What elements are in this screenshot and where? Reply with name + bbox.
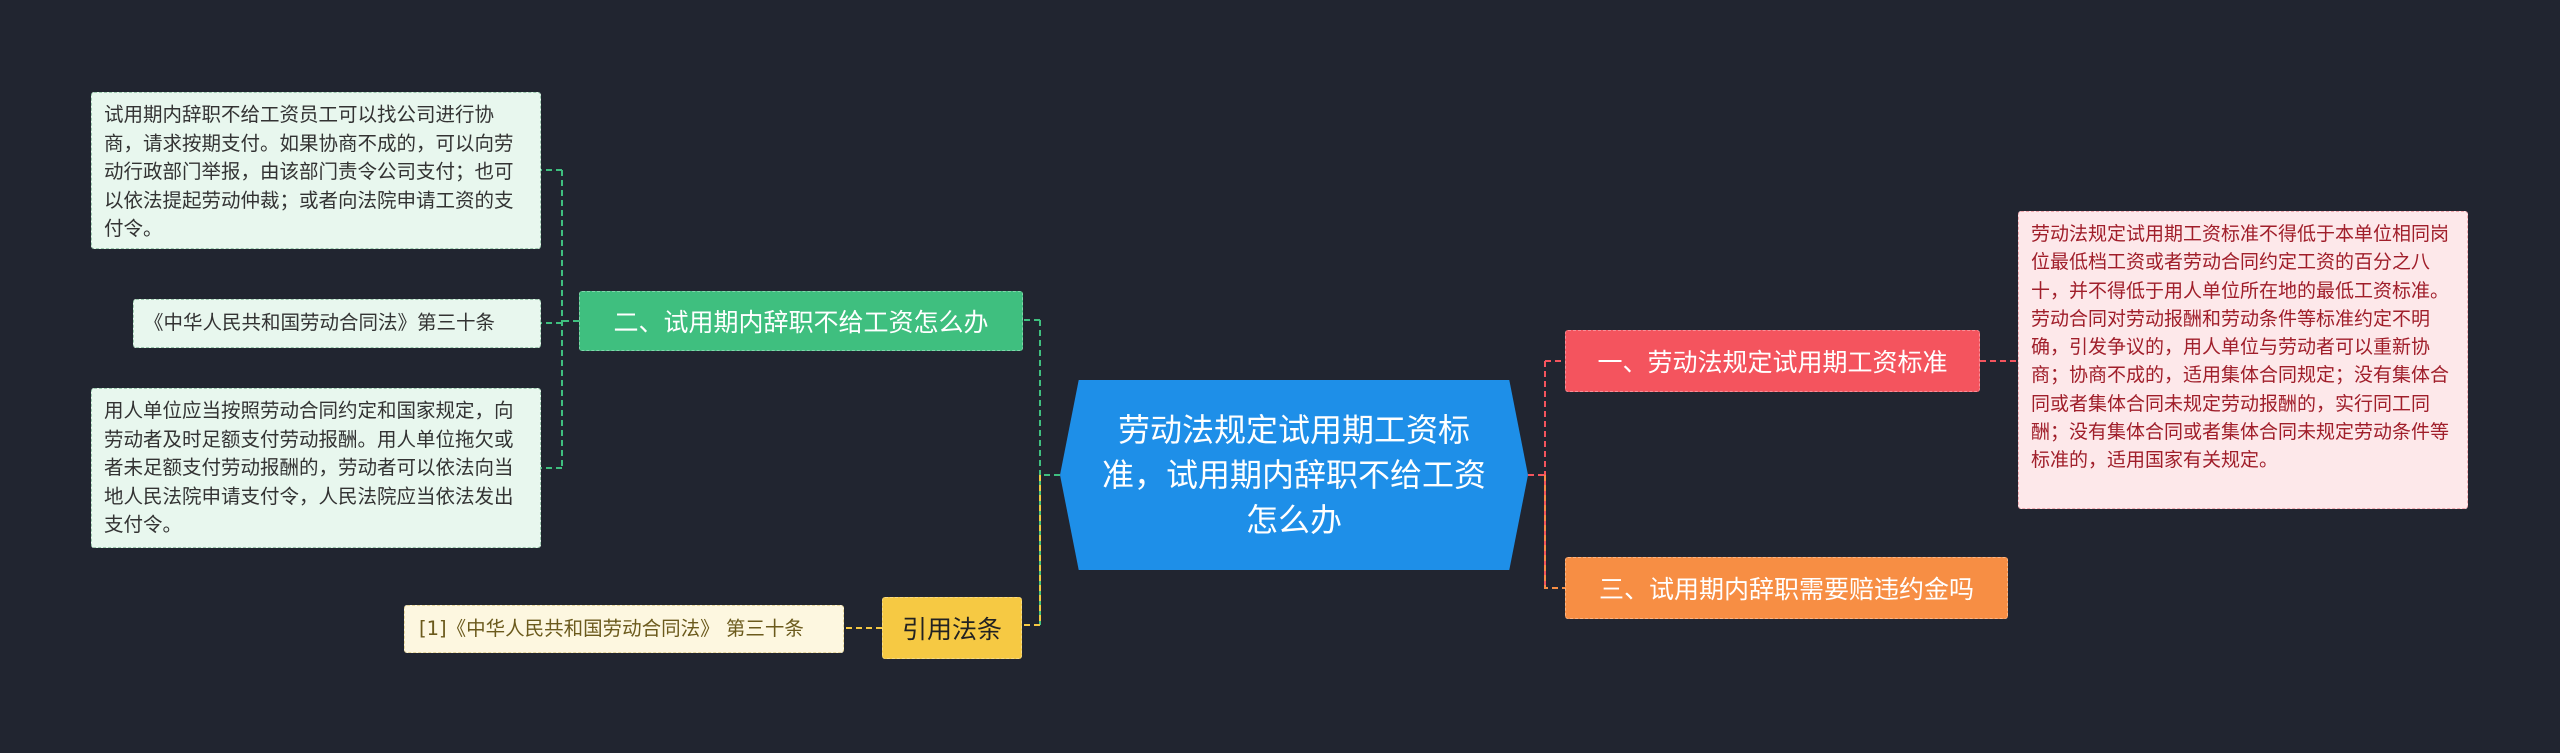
branch-left-bottom-label: 引用法条 [901, 615, 1002, 644]
leaf-right-top-1[interactable]: 劳动法规定试用期工资标准不得低于本单位相同岗位最低档工资或者劳动合同约定工资的百… [2018, 211, 2468, 509]
branch-right-top[interactable]: 一、劳动法规定试用期工资标准 [1565, 330, 1980, 392]
connector-green-leaves [541, 169, 579, 469]
connector-center-left [1023, 319, 1060, 626]
central-topic-text: 劳动法规定试用期工资标准，试用期内辞职不给工资怎么办 [1101, 410, 1486, 539]
branch-left-bottom[interactable]: 引用法条 [882, 597, 1022, 659]
connector-center-right [1528, 360, 1565, 588]
leaf-left-top-1[interactable]: 试用期内辞职不给工资员工可以找公司进行协商，请求按期支付。如果协商不成的，可以向… [91, 92, 541, 249]
connector-center-left-bottom [1023, 475, 1041, 626]
connector-center-right-bottom [1544, 475, 1565, 589]
branch-right-top-label: 一、劳动法规定试用期工资标准 [1597, 348, 1948, 377]
leaf-left-top-3[interactable]: 用人单位应当按照劳动合同约定和国家规定，向劳动者及时足额支付劳动报酬。用人单位拖… [91, 388, 541, 548]
branch-right-bottom[interactable]: 三、试用期内辞职需要赔违约金吗 [1565, 557, 2008, 619]
branch-right-bottom-label: 三、试用期内辞职需要赔违约金吗 [1598, 575, 1974, 604]
leaf-left-top-2[interactable]: 《中华人民共和国劳动合同法》第三十条 [133, 299, 541, 348]
branch-left-top-label: 二、试用期内辞职不给工资怎么办 [613, 308, 989, 337]
branch-left-top[interactable]: 二、试用期内辞职不给工资怎么办 [579, 291, 1023, 351]
leaf-left-bottom-1[interactable]: [1]《中华人民共和国劳动合同法》 第三十条 [404, 605, 844, 653]
central-topic[interactable]: 劳动法规定试用期工资标准，试用期内辞职不给工资怎么办 [1060, 380, 1528, 570]
